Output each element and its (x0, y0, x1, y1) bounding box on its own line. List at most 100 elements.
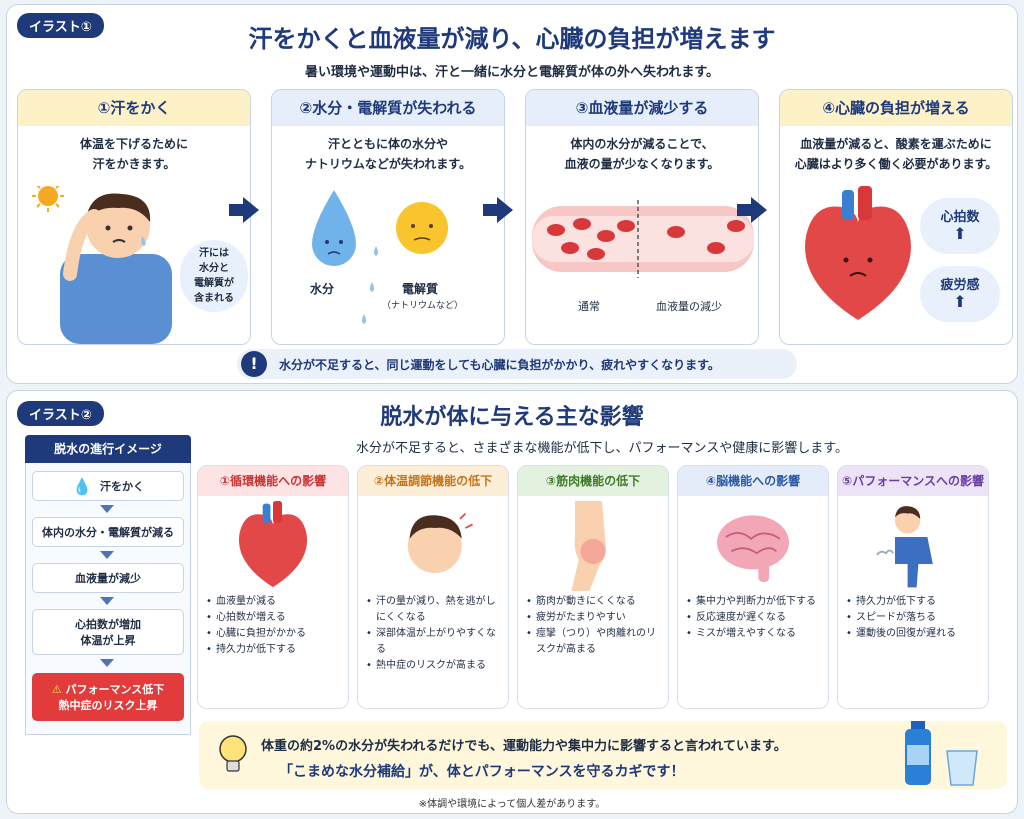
step-4-line2: 心臓はより多く働く必要があります。 (794, 157, 998, 171)
progress-step-heart-temp: 心拍数が増加 体温が上昇 (32, 609, 184, 655)
step-1-card: ①汗をかく 体温を下げるために 汗をかきます。 (17, 89, 251, 345)
up-arrow-icon: ⬆ (953, 292, 967, 311)
bubble-line-2: 水分と (199, 263, 229, 274)
step-2-card: ②水分・電解質が失われる 汗とともに体の水分や ナトリウムなどが失われます。 水… (271, 89, 505, 345)
hydration-note: ! 水分が不足すると、同じ運動をしても心臓に負担がかかり、疲れやすくなります。 (237, 349, 797, 379)
effect-item: 運動後の回復が遅れる (846, 626, 980, 642)
effect-item: スピードが落ちる (846, 610, 980, 626)
bubble-line-3: 電解質が (194, 278, 234, 289)
effect-item: 血液量が減る (206, 594, 340, 610)
progress-arrow (100, 505, 114, 513)
step-3-text: 体内の水分が減ることで、 血液の量が少なくなります。 (526, 134, 758, 174)
progress-step-water-loss: 体内の水分・電解質が減る (32, 517, 184, 547)
step-3-title: ③血液量が減少する (526, 90, 758, 126)
step-2-line1: 汗とともに体の水分や (327, 137, 448, 151)
water-electrolyte-illustration (312, 190, 448, 324)
bubble-line-1: 汗には (199, 248, 229, 259)
effect-card-circulation: ①循環機能への影響 血液量が減る 心拍数が増える 心臓に負担がかかる 持久力が低… (197, 465, 349, 709)
risk-alert-line1: パフォーマンス低下 (65, 683, 165, 696)
effect-item: 汗の量が減り、熱を逃がしにくくなる (366, 594, 500, 626)
progress-temp-label: 体温が上昇 (80, 634, 136, 647)
illustration-1-panel: イラスト① 汗をかくと血液量が減り、心臓の負担が増えます 暑い環境や運動中は、汗… (6, 4, 1018, 384)
risk-alert: ⚠ パフォーマンス低下 熱中症のリスク上昇 (32, 673, 184, 721)
illustration-2-subtitle: 水分が不足すると、さまざまな機能が低下し、パフォーマンスや健康に影響します。 (356, 441, 848, 456)
effect-item: 持久力が低下する (846, 594, 980, 610)
step-1-line1: 体温を下げるために (79, 137, 188, 151)
effect-item: 疲労がたまりやすい (526, 610, 660, 626)
heart-rate-badge: 心拍数 ⬆ (920, 198, 1000, 254)
fatigue-badge: 疲労感 ⬆ (920, 266, 1000, 322)
effect-list-brain: 集中力や判断力が低下する 反応速度が遅くなる ミスが増えやすくなる (678, 594, 828, 642)
step-1-line2: 汗をかきます。 (92, 157, 176, 171)
flow-arrow-1 (229, 197, 259, 223)
effect-card-brain: ④脳機能への影響 集中力や判断力が低下する 反応速度が遅くなる ミスが増えやすく… (677, 465, 829, 709)
tired-athlete-icon (876, 506, 933, 588)
progress-arrow (100, 551, 114, 559)
warning-icon: ⚠ パフォーマンス低下 (51, 683, 165, 696)
step-4-line1: 血液量が減ると、酸素を運ぶために (800, 137, 992, 151)
hydration-tip-slogan: 「こまめな水分補給」が、体とパフォーマンスを守るカギです！ (279, 764, 685, 780)
effect-item: 筋肉が動きにくくなる (526, 594, 660, 610)
progress-heart-rate-label: 心拍数が増加 (75, 618, 141, 631)
effect-item: 反応速度が遅くなる (686, 610, 820, 626)
knee-pain-icon (571, 501, 606, 591)
flow-arrow-3 (737, 197, 767, 223)
illustration-1-subtitle: 暑い環境や運動中は、汗と一緒に水分と電解質が体の外へ失われます。 (304, 65, 720, 80)
step-2-title: ②水分・電解質が失われる (272, 90, 504, 126)
hydration-note-text: 水分が不足すると、同じ運動をしても心臓に負担がかかり、疲れやすくなります。 (279, 358, 720, 372)
effect-item: 集中力や判断力が低下する (686, 594, 820, 610)
progress-arrow (100, 597, 114, 605)
effect-title-thermoregulation: ②体温調節機能の低下 (358, 466, 508, 496)
electrolyte-face-icon (396, 202, 448, 254)
sun-icon (32, 186, 64, 212)
water-drop-icon: 💧 (72, 476, 92, 496)
step-4-text: 血液量が減ると、酸素を運ぶために 心臓はより多く働く必要があります。 (780, 134, 1012, 174)
effect-item: 心拍数が増える (206, 610, 340, 626)
heart-rate-label: 心拍数 (940, 210, 980, 225)
progress-title: 脱水の進行イメージ (25, 435, 191, 463)
illustration-2-panel: イラスト② 脱水が体に与える主な影響 水分が不足すると、さまざまな機能が低下し、… (6, 390, 1018, 814)
illustration-1-tag: イラスト① (17, 13, 104, 38)
step-2-text: 汗とともに体の水分や ナトリウムなどが失われます。 (272, 134, 504, 174)
effect-list-performance: 持久力が低下する スピードが落ちる 運動後の回復が遅れる (838, 594, 988, 642)
effect-card-performance: ⑤パフォーマンスへの影響 持久力が低下する スピードが落ちる 運動後の回復が遅れ… (837, 465, 989, 709)
step-2-line2: ナトリウムなどが失われます。 (304, 157, 472, 171)
effect-list-muscle: 筋肉が動きにくくなる 疲労がたまりやすい 痙攣（つり）や肉離れのリスクが高まる (518, 594, 668, 658)
step-1-title: ①汗をかく (18, 90, 250, 126)
sweat-contents-bubble: 汗には 水分と 電解質が 含まれる (180, 240, 248, 312)
step-4-card: ④心臓の負担が増える 血液量が減ると、酸素を運ぶために 心臓はより多く働く必要が… (779, 89, 1013, 345)
illustration-1-title: 汗をかくと血液量が減り、心臓の負担が増えます (248, 25, 776, 53)
footnote: ※体調や環境によって個人差があります。 (418, 799, 606, 810)
step-3-line2: 血液の量が少なくなります。 (564, 157, 720, 171)
progress-body: 💧 汗をかく 体内の水分・電解質が減る 血液量が減少 心拍数が増加 体温が上昇 … (25, 463, 191, 735)
electrolyte-sublabel: （ナトリウムなど） (382, 301, 464, 311)
brain-icon (717, 515, 789, 582)
effect-item: ミスが増えやすくなる (686, 626, 820, 642)
effect-card-thermoregulation: ②体温調節機能の低下 汗の量が減り、熱を逃がしにくくなる 深部体温が上がりやすく… (357, 465, 509, 709)
water-drop-icon (312, 190, 356, 266)
effect-item: 持久力が低下する (206, 642, 340, 658)
up-arrow-icon: ⬆ (953, 224, 967, 243)
sweating-boy-illustration (32, 186, 172, 344)
step-1-text: 体温を下げるために 汗をかきます。 (18, 134, 250, 174)
normal-label: 通常 (578, 300, 600, 313)
hydration-tip: 体重の約2%の水分が失われるだけでも、運動能力や集中力に影響すると言われています… (199, 721, 1007, 789)
effect-item: 深部体温が上がりやすくなる (366, 626, 500, 658)
water-bottle-and-glass-icon (905, 721, 978, 786)
effect-title-brain: ④脳機能への影響 (678, 466, 828, 496)
effect-item: 熱中症のリスクが高まる (366, 658, 500, 674)
heart-icon (805, 186, 911, 320)
progress-step-blood: 血液量が減少 (32, 563, 184, 593)
effect-title-performance: ⑤パフォーマンスへの影響 (838, 466, 988, 496)
effect-title-muscle: ③筋肉機能の低下 (518, 466, 668, 496)
illustration-2-title: 脱水が体に与える主な影響 (380, 405, 644, 430)
water-label: 水分 (310, 282, 335, 296)
flow-arrow-2 (483, 197, 513, 223)
effect-title-circulation: ①循環機能への影響 (198, 466, 348, 496)
heart-icon (238, 501, 308, 588)
bubble-line-4: 含まれる (194, 293, 234, 304)
reduced-blood-label: 血液量の減少 (656, 300, 722, 313)
illustration-2-tag: イラスト② (17, 401, 104, 426)
overheated-face-icon (407, 512, 474, 573)
step-3-card: ③血液量が減少する 体内の水分が減ることで、 血液の量が少なくなります。 通常 … (525, 89, 759, 345)
